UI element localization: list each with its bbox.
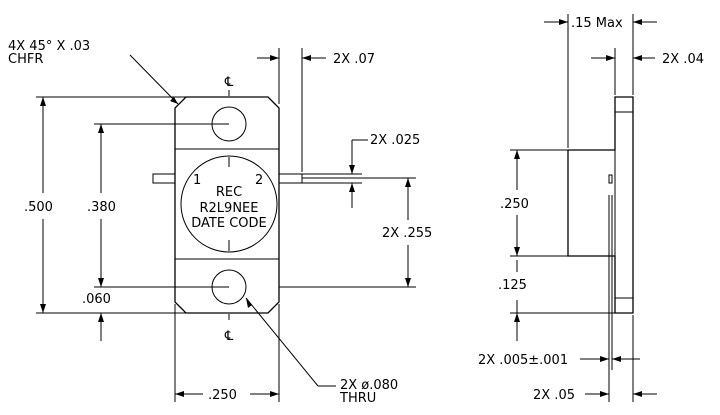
chamfer-leader [129,54,179,105]
hole-spacing-arrow-top [98,124,104,133]
height-max-arrow-left [559,19,568,25]
pin2-label: 2 [255,173,263,188]
pin1-label: 1 [193,173,201,188]
body-span-arrow-top [514,150,520,159]
lead-width-arrow-left [600,356,609,362]
flange-width-arrow-right [270,391,279,397]
lead-height-arrow-bottom [405,278,411,287]
flange-thk-arrow-left [606,55,615,61]
overall-dim-text: .500 [24,200,53,215]
lead-length-arrow-left [270,55,279,61]
centerline-symbol-bottom: ℄ [224,329,234,344]
side-view: .15 Max 2X .04 .250 .125 2X .005±.001 [478,14,704,403]
lead-width-arrow-right [612,356,621,362]
lead-offset-dim-text: 2X .05 [533,388,575,403]
label-line2: R2L9NEE [200,201,259,216]
hole-note-leader-diag [245,297,319,387]
chamfer-note-line2: CHFR [8,52,43,67]
label-line1: REC [216,185,242,200]
hole-note-line2: THRU [339,391,376,406]
hole-note-arrow [246,298,252,308]
lead-length-dim-text: 2X .07 [333,52,375,67]
flange-thk-arrow-right [633,55,642,61]
label-line3: DATE CODE [191,216,267,231]
lead-height-dim-text: 2X .255 [382,226,432,241]
lead-thickness-arrow-bottom [349,183,355,192]
flange-offset-arrow-bottom [514,313,520,322]
flange-thk-dim-text: 2X .04 [662,52,704,67]
height-max-dim-text: .15 Max [571,16,623,31]
flange-outline [174,96,280,314]
lead-length-arrow-right [302,55,311,61]
height-max-arrow-right [633,19,642,25]
cap-circle [180,155,278,253]
hole-spacing-dim-text: .380 [87,200,116,215]
hole-offset-dim-text: .060 [82,292,111,307]
hole-offset-arrow-bottom [98,313,104,322]
side-lead-mark [608,174,613,184]
chamfer-leader-arrow [170,97,178,104]
lead-width-dim-text: 2X .005±.001 [478,353,568,368]
overall-arrow-bottom [40,304,46,313]
lead-offset-arrow-left [600,391,609,397]
lead-thickness-arrow-top [349,165,355,174]
overall-arrow-top [40,97,46,106]
chamfer-note-line1: 4X 45° X .03 [8,39,90,54]
front-view: 1 2 REC R2L9NEE DATE CODE ℄ ℄ 4X 45° X .… [8,39,432,406]
hole-note-line1: 2X ø.080 [340,378,398,393]
side-body-outline [567,96,634,314]
left-lead [152,173,176,184]
lead-height-arrow-top [405,178,411,187]
flange-width-arrow-left [175,391,184,397]
centerline-symbol-top: ℄ [224,75,234,90]
lead-offset-arrow-right [633,391,642,397]
right-lead [278,173,303,184]
flange-offset-dim-text: .125 [498,278,527,293]
flange-width-dim-text: .250 [208,388,237,403]
body-span-arrow-bottom [514,247,520,256]
body-span-dim-text: .250 [500,197,529,212]
lead-thickness-dim-text: 2X .025 [370,133,420,148]
